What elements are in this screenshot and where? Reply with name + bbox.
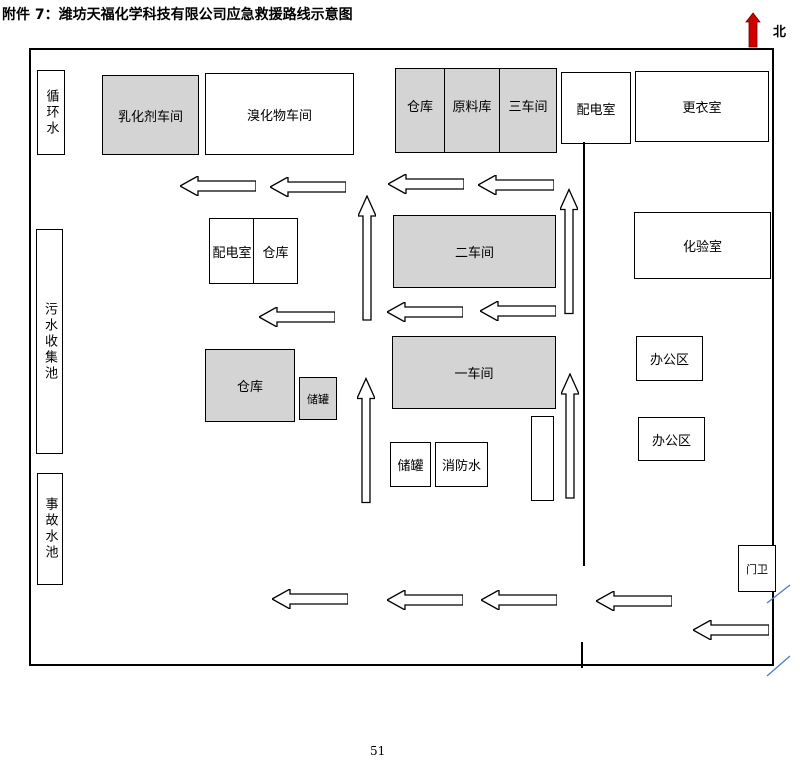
entrance-mark [766, 655, 791, 677]
page-number: 51 [370, 744, 386, 758]
room-label: 乳化剂车间 [117, 109, 183, 125]
escape-route-arrow [478, 175, 554, 195]
room-label: 二车间 [454, 246, 494, 261]
escape-route-arrow [357, 377, 375, 504]
escape-route-arrow [259, 307, 335, 327]
room-label: 化验室 [682, 240, 722, 255]
escape-route-arrow [560, 188, 578, 315]
room-label: 仓库 [262, 245, 289, 261]
room-storage-tank-left: 储罐 [299, 377, 337, 420]
room-label: 配电室 [212, 245, 252, 261]
room-warehouse-low: 仓库 [205, 349, 295, 422]
room-office-1: 办公区 [636, 336, 703, 381]
divider-line-bottom [581, 642, 583, 668]
escape-route-arrow [596, 591, 672, 611]
north-label: 北 [773, 25, 787, 40]
room-label: 门卫 [746, 562, 768, 576]
room-office-2: 办公区 [638, 417, 705, 461]
escape-route-arrow [561, 373, 579, 499]
room-label: 污水收集池 [42, 301, 57, 382]
room-label: 储罐 [397, 459, 424, 474]
room-label: 办公区 [649, 353, 689, 368]
north-arrow-icon [745, 12, 761, 48]
room-accident-water-pool: 事故水池 [37, 473, 63, 585]
escape-route-arrow [180, 176, 256, 196]
room-workshop-1: 一车间 [392, 336, 556, 409]
room-label: 仓库 [236, 380, 263, 395]
escape-route-arrow [272, 589, 348, 609]
room-label: 事故水池 [42, 497, 58, 561]
room-warehouse-mid: 仓库 [253, 218, 298, 284]
room-label: 三车间 [508, 100, 548, 115]
room-label: 循环水 [43, 88, 59, 137]
room-label: 溴化物车间 [246, 108, 312, 124]
escape-route-arrow [387, 590, 463, 610]
room-fire-water: 消防水 [435, 442, 488, 487]
escape-route-arrow [693, 620, 769, 640]
room-workshop-2: 二车间 [393, 215, 556, 288]
room-power-distribution-top: 配电室 [561, 72, 631, 144]
entrance-mark [766, 584, 791, 604]
divider-line-main [583, 142, 585, 566]
room-label: 储罐 [307, 392, 329, 406]
room-sewage-collection-pool: 污水收集池 [36, 229, 63, 454]
escape-route-arrow [358, 195, 376, 321]
room-guard-house: 门卫 [738, 545, 776, 592]
room-label: 原料库 [452, 100, 492, 115]
structure-unlabeled [531, 416, 554, 501]
escape-route-arrow [480, 301, 556, 321]
room-storage-tank-mid: 储罐 [390, 442, 431, 487]
room-emulsifier-workshop: 乳化剂车间 [102, 75, 199, 155]
site-boundary: 乳化剂车间 溴化物车间 仓库 原料库 三车间 配电室 更衣室 配电室 仓库 二车… [29, 48, 776, 668]
escape-route-arrow [481, 590, 557, 610]
room-circulating-water: 循环水 [37, 70, 65, 155]
room-power-distribution-mid: 配电室 [209, 218, 255, 284]
room-locker-room: 更衣室 [635, 71, 769, 142]
room-label: 仓库 [406, 100, 433, 115]
room-label: 配电室 [576, 102, 616, 118]
escape-route-arrow [387, 302, 463, 322]
room-label: 办公区 [651, 433, 691, 449]
room-label: 一车间 [454, 367, 494, 382]
escape-route-arrow [388, 174, 464, 194]
room-workshop-3: 三车间 [499, 68, 557, 153]
escape-route-arrow [270, 177, 346, 197]
room-bromide-workshop: 溴化物车间 [205, 73, 354, 155]
room-label: 消防水 [441, 459, 481, 474]
room-label: 更衣室 [682, 101, 722, 116]
room-laboratory: 化验室 [634, 212, 771, 279]
page-title: 附件 7：潍坊天福化学科技有限公司应急救援路线示意图 [2, 7, 353, 23]
